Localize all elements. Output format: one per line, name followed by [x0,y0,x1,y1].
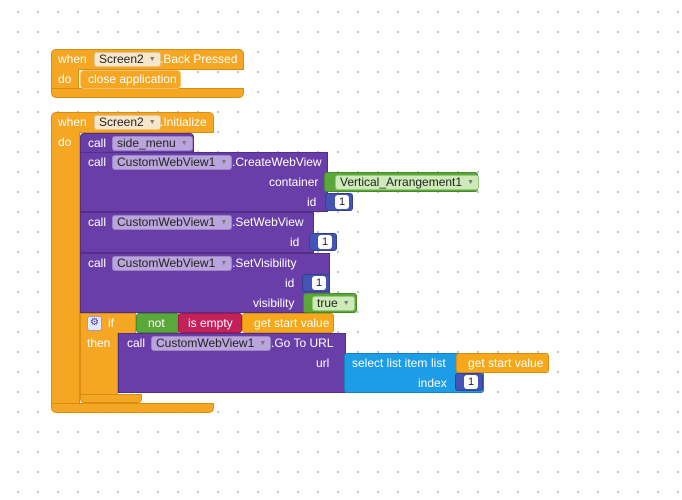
method-name: .SetVisibility [232,256,297,270]
boolean-dropdown[interactable]: true ▼ [312,296,355,311]
get-start-value-block[interactable] [456,353,549,373]
do-label: do [58,72,72,86]
initialize-footer [51,403,214,413]
procedure-name: side_menu [117,136,176,150]
method-name: .Go To URL [271,336,334,350]
procedure-dropdown-side-menu[interactable]: side_menu ▼ [112,136,193,151]
container-param-label: container [269,175,319,189]
chevron-down-icon: ▼ [467,179,475,186]
when-label: when [58,115,87,129]
then-section [80,333,118,395]
index-param-label: index [418,376,447,390]
gear-icon[interactable]: ⚙ [87,316,102,331]
get-start-value-label: get start value [254,316,330,330]
chevron-down-icon: ▼ [220,159,228,166]
component-dropdown-screen2[interactable]: Screen2 ▼ [94,52,161,67]
if-label: if [108,316,114,330]
component-dropdown-screen2[interactable]: Screen2 ▼ [94,115,161,130]
get-start-value-label: get start value [468,356,544,370]
close-application-block[interactable] [80,70,181,89]
do-label: do [58,135,72,149]
component-dropdown-customwebview[interactable]: CustomWebView1 ▼ [151,336,272,351]
call-label: call [88,256,107,270]
component-dropdown-vertical-arrangement[interactable]: Vertical_Arrangement1 ▼ [335,175,480,190]
url-param-label: url [316,356,330,370]
component-name: CustomWebView1 [117,256,216,270]
component-name: CustomWebView1 [117,155,216,169]
call-label: call [127,336,146,350]
component-name: CustomWebView1 [156,336,255,350]
number-value[interactable]: 1 [464,375,478,389]
back-pressed-footer [51,88,244,98]
chevron-down-icon: ▼ [220,219,228,226]
call-label: call [88,215,107,229]
get-start-value-block[interactable] [242,313,334,333]
visibility-param-label: visibility [253,296,295,310]
initialize-do-section [51,132,80,404]
event-name: .Initialize [160,115,207,129]
chevron-down-icon: ▼ [180,140,188,147]
id-param-label: id [307,195,317,209]
boolean-value: true [317,296,338,310]
number-value[interactable]: 1 [318,235,332,249]
chevron-down-icon: ▼ [342,300,350,307]
chevron-down-icon: ▼ [148,119,156,126]
select-list-item-label: select list item [352,356,428,370]
component-name: Vertical_Arrangement1 [340,175,463,189]
list-param-label: list [431,356,446,370]
method-name: .SetWebView [232,215,304,229]
component-name: Screen2 [99,115,144,129]
call-label: call [88,155,107,169]
event-name: .Back Pressed [160,52,238,66]
component-dropdown-customwebview[interactable]: CustomWebView1 ▼ [112,155,233,170]
id-param-label: id [285,276,295,290]
chevron-down-icon: ▼ [148,56,156,63]
if-footer [80,394,142,403]
not-label: not [148,316,165,330]
chevron-down-icon: ▼ [220,260,228,267]
is-empty-label: is empty [188,316,233,330]
method-name: .CreateWebView [232,155,322,169]
chevron-down-icon: ▼ [259,340,267,347]
component-name: Screen2 [99,52,144,66]
component-dropdown-customwebview[interactable]: CustomWebView1 ▼ [112,215,233,230]
then-label: then [87,336,111,350]
number-value[interactable]: 1 [335,195,349,209]
component-name: CustomWebView1 [117,215,216,229]
when-label: when [58,52,87,66]
number-value[interactable]: 1 [312,276,326,290]
call-label: call [88,136,107,150]
component-dropdown-customwebview[interactable]: CustomWebView1 ▼ [112,256,233,271]
close-application-label: close application [88,72,177,86]
is-empty-block[interactable] [178,313,242,333]
id-param-label: id [290,235,300,249]
